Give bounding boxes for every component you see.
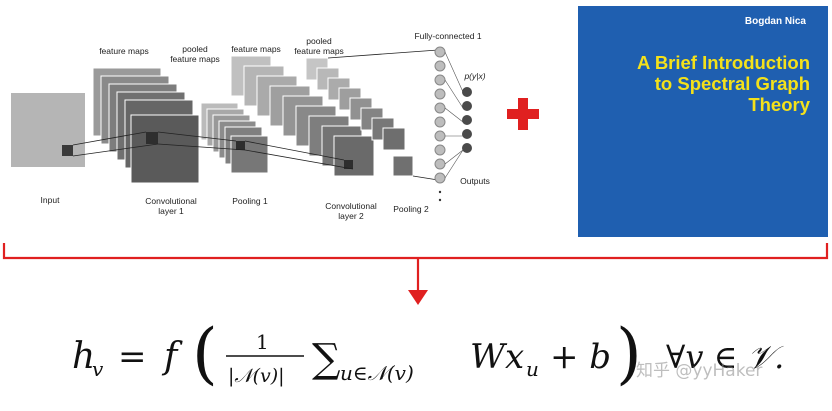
conv1-stack bbox=[92, 67, 200, 184]
formula-plus-b: + b bbox=[550, 337, 611, 377]
pool2-stack bbox=[305, 57, 414, 177]
connection-lines bbox=[72, 49, 439, 181]
formula-sum-sub: u∈𝒩(v) bbox=[340, 361, 414, 385]
outputs-label: Outputs bbox=[460, 176, 490, 186]
formula-rparen: ) bbox=[616, 316, 642, 392]
book-title: A Brief Introduction to Spectral Graph T… bbox=[578, 52, 828, 115]
red-plus-icon bbox=[507, 98, 539, 130]
pooled-feature-maps-1-label: pooled feature maps bbox=[170, 44, 220, 64]
pooled-feature-maps-2-label: pooled feature maps bbox=[294, 36, 344, 56]
pool1-label: Pooling 1 bbox=[232, 196, 268, 206]
pool2-label: Pooling 2 bbox=[393, 204, 429, 214]
feature-maps-1-label: feature maps bbox=[99, 46, 149, 56]
feature-maps-2-label: feature maps bbox=[231, 44, 281, 54]
output-neurons bbox=[444, 51, 472, 179]
formula-f: f bbox=[161, 336, 183, 377]
formula-lparen: ( bbox=[192, 316, 218, 392]
conv1-label: Convolutional layer 1 bbox=[145, 196, 197, 216]
formula-wx: Wx bbox=[470, 337, 524, 377]
bracket-arrow bbox=[2, 243, 829, 292]
book-author: Bogdan Nica bbox=[744, 16, 806, 27]
conv2-label: Convolutional layer 2 bbox=[325, 201, 377, 221]
formula: h v = f ( 1 |𝒩(v)| ∑ u∈𝒩(v) Wx u + b ) ∀… bbox=[72, 316, 784, 392]
book-title-line: A Brief Introduction to Spectral Graph T… bbox=[637, 52, 810, 115]
probability-label: p(y|x) bbox=[464, 71, 486, 81]
fully-connected-label: Fully-connected 1 bbox=[414, 31, 482, 41]
formula-denom: |𝒩(v)| bbox=[228, 365, 285, 387]
watermark: 知乎 @yyHaker bbox=[636, 361, 763, 381]
formula-h: h bbox=[72, 336, 95, 377]
formula-forall: ∀v ∈ 𝒱. bbox=[666, 338, 784, 376]
conv2-stack bbox=[230, 55, 375, 177]
book-cover: Bogdan Nica A Brief Introduction to Spec… bbox=[578, 6, 828, 237]
input-kernel bbox=[62, 145, 73, 156]
down-arrow-icon bbox=[408, 290, 428, 305]
formula-sub-u: u bbox=[526, 357, 539, 381]
pool1-stack bbox=[200, 102, 269, 174]
fc-neurons bbox=[434, 46, 446, 202]
input-label: Input bbox=[40, 195, 60, 205]
formula-eq: = bbox=[118, 337, 147, 377]
formula-one: 1 bbox=[256, 330, 269, 354]
formula-sub-v: v bbox=[92, 357, 104, 381]
formula-sum: ∑ bbox=[312, 336, 341, 382]
